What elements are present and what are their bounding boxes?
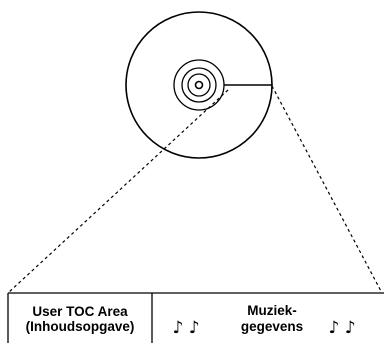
music-notes-left-icon: ♪ ♪ [172,318,199,338]
toc-area-label-line2: (Inhoudsopgave) [26,319,135,334]
disc-spindle-hole [194,80,204,90]
music-data-label-line1: Muziek- [247,303,297,318]
disc-hub-ring [181,67,217,103]
music-data-label-line2: gegevens [241,319,303,334]
projection-line-left [7,89,229,294]
disc-center-ring [187,73,211,97]
music-notes-right-icon: ♪ ♪ [328,318,355,338]
projection-line-right [271,85,383,294]
toc-area-label-line1: User TOC Area [32,304,128,319]
